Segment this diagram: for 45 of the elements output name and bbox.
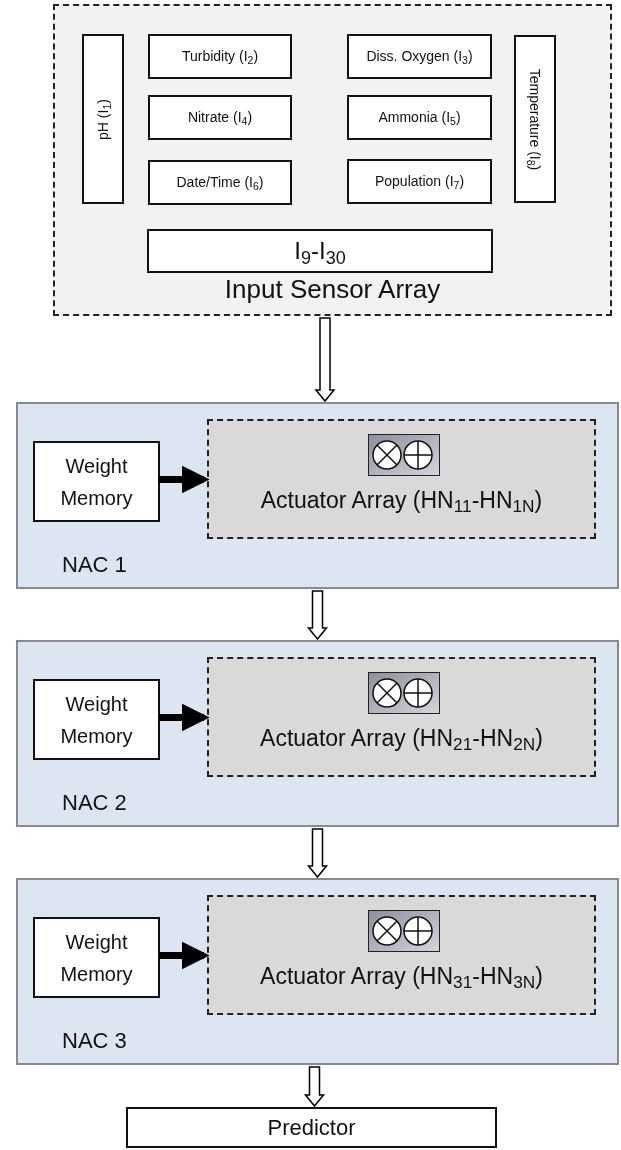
arrow: [159, 703, 210, 732]
sensor-label: Nitrate (I$_{4}$): [187, 108, 253, 128]
memory-label: Weight Memory: [59, 929, 134, 987]
actuator-label: Actuator Array (HN$_{11}$-HN$_{1N}$): [259, 486, 544, 518]
sensor-array-container: [53, 4, 612, 316]
sensor-box: [147, 229, 493, 273]
memory-box: [33, 679, 160, 760]
sensor-box: [148, 95, 292, 140]
memory-label: Weight Memory: [59, 453, 134, 511]
memory-label: Weight Memory: [59, 691, 134, 749]
sensor-box: [514, 35, 556, 203]
sensor-box: [148, 160, 292, 205]
panel-label: NAC 2: [62, 789, 127, 817]
block-arrow: [306, 590, 329, 641]
sensor-box: [148, 34, 292, 79]
actuator-array-box: [207, 419, 596, 539]
actuator-array-box: [207, 657, 596, 777]
nac-panel: [16, 878, 619, 1065]
actuator-array-box: [207, 895, 596, 1015]
actuator-label: Actuator Array (HN$_{31}$-HN$_{3N}$): [259, 962, 544, 994]
predictor-box: [126, 1107, 497, 1148]
nac-panel: [16, 640, 619, 827]
sensor-box: [347, 34, 492, 79]
panel-label: NAC 3: [62, 1027, 127, 1055]
block-arrow: [303, 1066, 326, 1108]
sensor-label: Diss. Oxygen (I$_{3}$): [366, 47, 473, 67]
sensor-box: [347, 159, 492, 204]
memory-box: [33, 441, 160, 522]
nac-panel: [16, 402, 619, 589]
actuator-label: Actuator Array (HN$_{21}$-HN$_{2N}$): [259, 724, 544, 756]
panel-label: NAC 1: [62, 551, 127, 579]
sensor-label: Date/Time (I$_{6}$): [176, 173, 264, 193]
sensor-box: [347, 95, 492, 140]
sensor-label: I$_{9}$-I$_{30}$: [294, 236, 346, 269]
block-arrow: [306, 828, 329, 879]
memory-box: [33, 917, 160, 998]
sensor-label: Population (I$_{7}$): [374, 172, 465, 192]
block-arrow: [314, 317, 336, 403]
sensor-label: Turbidity (I$_{2}$): [181, 47, 259, 67]
arrow: [159, 465, 210, 494]
sensor-label: Ammonia (I$_{5}$): [378, 108, 461, 128]
sensor-box: [82, 34, 124, 204]
arrow: [159, 941, 210, 970]
container-title: Input Sensor Array: [223, 274, 442, 304]
predictor-label: Predictor: [267, 1114, 356, 1142]
